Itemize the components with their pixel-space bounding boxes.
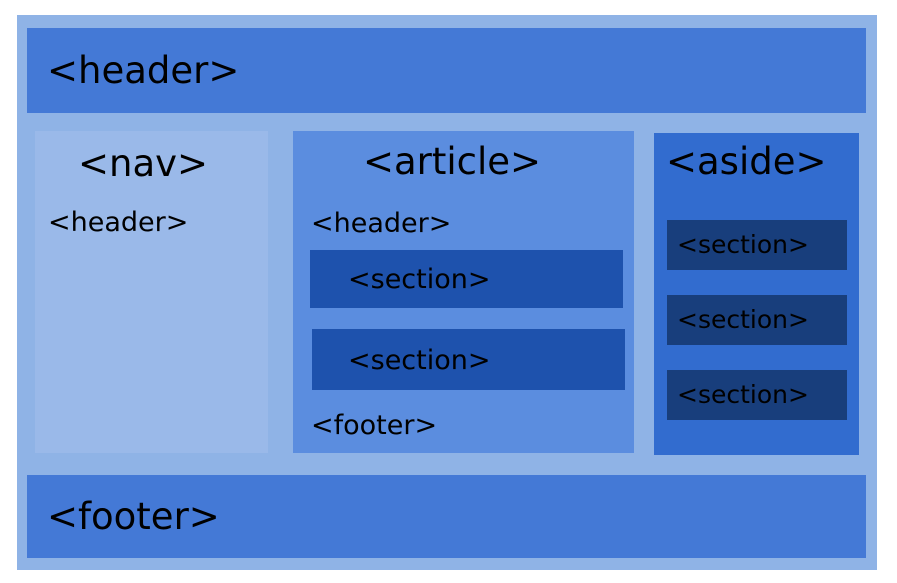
aside-section-3: <section> <box>667 370 847 420</box>
article-section-label: <section> <box>348 264 491 295</box>
page-header-label: <header> <box>47 49 240 92</box>
aside-section-label: <section> <box>677 380 809 409</box>
article-header-label: <header> <box>311 208 452 239</box>
article-title: <article> <box>363 140 542 183</box>
page-footer-label: <footer> <box>47 495 220 538</box>
aside-section-2: <section> <box>667 295 847 345</box>
article-footer-label: <footer> <box>311 410 438 441</box>
article-section-1: <section> <box>310 250 623 308</box>
article-block: <article> <header> <section> <section> <… <box>293 131 634 453</box>
aside-block: <aside> <section> <section> <section> <box>654 133 859 455</box>
page-footer-block: <footer> <box>27 475 866 558</box>
aside-section-1: <section> <box>667 220 847 270</box>
article-section-2: <section> <box>312 329 625 390</box>
nav-block: <nav> <header> <box>35 131 268 453</box>
nav-title: <nav> <box>78 142 209 185</box>
aside-section-label: <section> <box>677 305 809 334</box>
aside-title: <aside> <box>666 140 827 183</box>
article-section-label: <section> <box>348 345 491 376</box>
aside-section-label: <section> <box>677 230 809 259</box>
page-header-block: <header> <box>27 28 866 113</box>
nav-header-label: <header> <box>48 207 189 238</box>
